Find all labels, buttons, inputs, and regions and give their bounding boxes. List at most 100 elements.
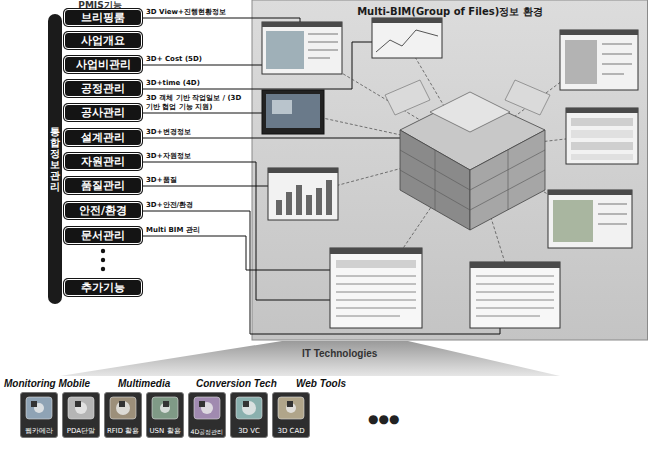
screenshot bbox=[571, 130, 633, 138]
button-label: 공정관리 bbox=[81, 83, 125, 94]
screenshot bbox=[476, 300, 554, 301]
ellipsis: ●●● bbox=[368, 412, 399, 426]
menu-button: 안전/환경 bbox=[64, 202, 142, 219]
screenshot bbox=[571, 118, 633, 126]
technology-funnel bbox=[60, 341, 560, 376]
menu-button: 자원관리 bbox=[64, 153, 142, 170]
screenshot bbox=[262, 22, 342, 27]
line-label: 3D+변경정보 bbox=[146, 128, 191, 137]
icon-label: PDA단말 bbox=[67, 428, 95, 437]
screenshot bbox=[476, 316, 540, 317]
icon-picture bbox=[273, 393, 309, 423]
bim-building bbox=[505, 80, 550, 115]
screenshot bbox=[266, 94, 320, 128]
panel-ground bbox=[252, 0, 648, 340]
ellipsis-dots bbox=[101, 258, 105, 262]
bim-building bbox=[400, 130, 470, 230]
screenshot bbox=[306, 195, 312, 215]
screenshot bbox=[566, 108, 638, 113]
button-label: 공사관리 bbox=[81, 107, 125, 118]
button-label: 자원관리 bbox=[81, 156, 125, 167]
button-label: 품질관리 bbox=[81, 180, 125, 191]
icon-picture bbox=[231, 393, 267, 423]
screenshot bbox=[326, 180, 332, 215]
menu-button: 사업개요 bbox=[64, 32, 142, 49]
icon-shape bbox=[116, 401, 130, 415]
icon-shape bbox=[119, 401, 125, 407]
icon-picture bbox=[147, 393, 183, 423]
icon-picture bbox=[63, 393, 99, 423]
bim-panel: Multi-BIM(Group of Files)정보 환경 bbox=[252, 0, 648, 340]
category-label: Web Tools bbox=[296, 378, 346, 390]
screenshot bbox=[476, 292, 554, 293]
icon-label: 3D VC bbox=[238, 428, 260, 437]
icon-label: 4D공정관리 bbox=[191, 429, 224, 437]
line-label: 3D 객체 기반 작업일보 / (3D 기반 협업 기능 지원) bbox=[146, 94, 244, 112]
button-label: 사업비관리 bbox=[76, 59, 131, 70]
screenshot bbox=[571, 142, 633, 150]
icon-shape bbox=[68, 397, 94, 419]
technology-icon: 3D VC bbox=[230, 392, 268, 438]
screenshot bbox=[470, 262, 560, 328]
line-label: 3D+ Cost (5D) bbox=[146, 55, 202, 64]
icon-shape bbox=[242, 401, 256, 415]
line-label: 3D+안전/환경 bbox=[146, 201, 193, 210]
ellipsis-dots bbox=[101, 249, 105, 253]
screenshot bbox=[276, 200, 282, 215]
line-label: 3D+자원정보 bbox=[146, 152, 191, 161]
menu-button: 문서관리 bbox=[64, 227, 142, 244]
screenshot bbox=[602, 54, 632, 55]
screenshot bbox=[376, 30, 438, 52]
screenshot bbox=[266, 31, 304, 69]
screenshot bbox=[566, 108, 638, 164]
button-label: 문서관리 bbox=[81, 230, 125, 241]
screenshot bbox=[372, 18, 442, 58]
function-panel: PMIS기능통합정보관리브리핑룸사업개요사업비관리공정관리공사관리설계관리자원관… bbox=[44, 0, 156, 304]
screenshot bbox=[268, 168, 338, 220]
bim-building bbox=[470, 130, 545, 230]
line-label: Multi BIM 관리 bbox=[146, 226, 200, 235]
icon-shape bbox=[110, 397, 136, 419]
screenshot bbox=[262, 22, 342, 74]
icon-shape bbox=[152, 397, 178, 419]
bim-building bbox=[435, 150, 436, 210]
band-text: 통합정보관리 bbox=[50, 126, 60, 192]
technology-icon: 4D공정관리 bbox=[188, 392, 227, 438]
category-label: Conversion Tech bbox=[196, 378, 277, 390]
screenshot bbox=[598, 224, 627, 225]
screenshot bbox=[476, 284, 554, 285]
icon-shape bbox=[31, 401, 37, 407]
menu-button: 품질관리 bbox=[64, 177, 142, 194]
icon-shape bbox=[75, 402, 87, 414]
leader-line bbox=[142, 18, 500, 334]
screenshot bbox=[560, 30, 638, 35]
button-label: 브리핑룸 bbox=[81, 12, 125, 23]
bim-building bbox=[508, 150, 509, 210]
screenshot bbox=[560, 30, 638, 90]
bim-building bbox=[400, 150, 545, 190]
screenshot bbox=[308, 34, 338, 35]
screenshot bbox=[308, 58, 330, 59]
screenshot bbox=[372, 18, 442, 58]
technology-icon: RFID 활용 bbox=[104, 392, 142, 438]
icon-picture bbox=[189, 393, 225, 423]
bim-building bbox=[385, 80, 550, 230]
icon-label: 웹카메라 bbox=[25, 428, 53, 437]
screenshot bbox=[548, 190, 632, 248]
screenshot bbox=[336, 308, 416, 309]
line-label: 3D View+진행현황정보 bbox=[146, 8, 226, 17]
menu-button: 브리핑룸 bbox=[64, 9, 142, 26]
menu-button: 추가기능 bbox=[64, 279, 142, 296]
icon-shape bbox=[199, 401, 205, 407]
technology-icon: 3D CAD bbox=[272, 392, 310, 438]
screenshot bbox=[308, 50, 338, 51]
icon-shape bbox=[26, 397, 52, 419]
bim-building bbox=[385, 80, 430, 115]
icon-shape bbox=[278, 397, 304, 419]
icon-shape bbox=[163, 401, 169, 407]
screenshot bbox=[565, 40, 597, 84]
screenshot bbox=[598, 214, 627, 215]
button-label: 추가기능 bbox=[81, 282, 125, 293]
screenshot bbox=[602, 44, 632, 45]
